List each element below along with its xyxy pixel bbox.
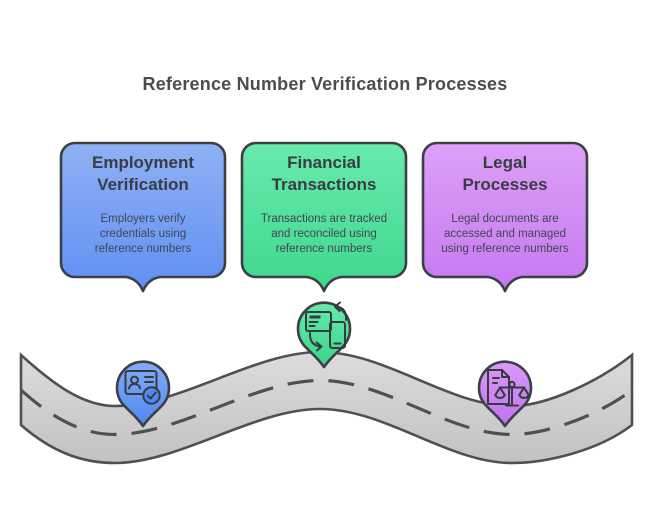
- road-surface: [19, 350, 634, 465]
- legal-pin: [477, 360, 533, 428]
- financial-pin: [296, 301, 352, 369]
- card-financial-transactions: Financial Transactions Transactions are …: [239, 140, 409, 294]
- device-sync-icon: [305, 301, 348, 352]
- card-body: Employers verify credentials using refer…: [94, 213, 192, 255]
- road-center-line: [19, 378, 633, 437]
- bubble-shape: [240, 141, 408, 293]
- card-title: Legal Processes: [462, 153, 548, 194]
- card-title: Financial Transactions: [271, 153, 377, 194]
- page-title: Reference Number Verification Processes: [142, 74, 508, 94]
- card-body: Legal documents are accessed and managed…: [441, 213, 569, 255]
- card-legal-processes: Legal Processes Legal documents are acce…: [420, 140, 590, 294]
- bubble-shape: [421, 141, 589, 293]
- card-title: Employment Verification: [91, 153, 195, 194]
- card-body: Transactions are tracked and reconciled …: [260, 213, 388, 255]
- card-employment-verification: Employment Verification Employers verify…: [58, 140, 228, 294]
- legal-scales-icon: [487, 369, 530, 407]
- bubble-shape: [59, 141, 227, 293]
- employment-pin: [115, 360, 171, 428]
- id-card-check-icon: [124, 370, 161, 405]
